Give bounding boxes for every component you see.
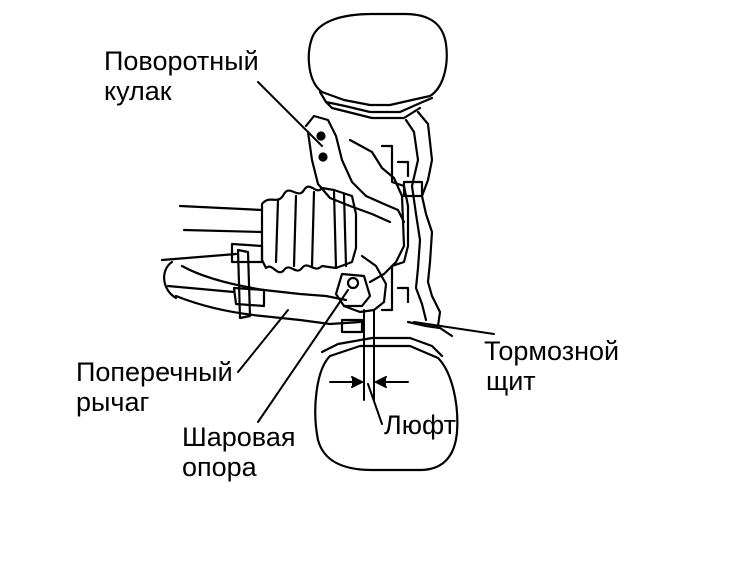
rim-inner-profile	[404, 118, 428, 322]
link-rod	[236, 248, 252, 320]
label-brake-shield: Тормозной щит	[484, 336, 619, 396]
arm-upper-edge	[180, 264, 348, 302]
knuckle-lower-body	[342, 254, 388, 314]
shaft-lower-line	[182, 228, 264, 234]
label-ball-joint: Шаровая опора	[182, 422, 295, 482]
knuckle-bolt-upper	[316, 131, 326, 141]
ball-joint-nut	[340, 318, 364, 334]
knuckle-hub	[380, 144, 410, 312]
ball-joint-leader	[257, 289, 349, 423]
knuckle-bolt-lower	[318, 152, 328, 162]
label-ball-joint-line-1: Шаровая	[182, 422, 296, 452]
ball-joint-housing	[334, 272, 372, 308]
brake-caliper-bracket	[402, 180, 424, 198]
label-lower-arm-line-2: рычаг	[76, 387, 150, 417]
steering-knuckle	[304, 114, 424, 314]
rim-flange-bottom	[406, 320, 454, 338]
link-upper-end	[230, 242, 264, 264]
knuckle-body	[348, 138, 406, 284]
label-steering-knuckle-line-2: кулак	[104, 76, 172, 106]
arm-lower-edge	[174, 294, 362, 326]
cv-boot-collar	[332, 190, 348, 270]
arm-bushing	[163, 260, 178, 300]
brake-shield-leader	[413, 321, 495, 335]
label-lower-arm-line-1: Поперечный	[76, 357, 233, 387]
label-play: Люфт	[384, 410, 456, 440]
label-brake-shield-line-2: щит	[486, 366, 536, 396]
knuckle-hub-detail	[396, 160, 410, 304]
cv-boot-fold-1	[274, 198, 280, 264]
ball-joint-part	[334, 272, 372, 334]
lower-arm-leader	[237, 309, 289, 373]
ball-joint-stud	[346, 276, 360, 290]
tire-upper-rim-bead-inner	[324, 100, 422, 120]
label-steering-knuckle: Поворотный кулак	[104, 46, 259, 106]
tire-upper-outline	[307, 12, 448, 107]
play-arrowhead-left	[351, 376, 363, 388]
tire	[307, 12, 459, 472]
shaft-upper-line	[178, 204, 264, 212]
label-steering-knuckle-line-1: Поворотный	[104, 46, 259, 76]
label-lower-arm: Поперечный рычаг	[76, 357, 233, 417]
rim-outer-profile	[416, 110, 442, 328]
link-bar	[160, 252, 238, 294]
knuckle-upper-arm-inner	[306, 130, 392, 224]
wheel-rim	[404, 110, 454, 338]
cv-boot-fold-3	[310, 190, 316, 268]
drive-shaft	[178, 185, 358, 274]
cv-boot	[260, 185, 358, 274]
tire-lower-outline	[314, 344, 459, 472]
label-brake-shield-line-1: Тормозной	[484, 336, 620, 366]
label-play-text: Люфт	[384, 410, 456, 440]
knuckle-upper-arm	[304, 114, 406, 224]
cv-boot-fold-2	[292, 194, 298, 268]
knuckle-leader	[257, 81, 323, 147]
play-arrowhead-right	[375, 376, 387, 388]
play-leader	[367, 383, 383, 425]
play-measurement	[329, 309, 409, 425]
tire-lower-rim-bead	[320, 336, 444, 358]
label-ball-joint-line-2: опора	[182, 452, 257, 482]
